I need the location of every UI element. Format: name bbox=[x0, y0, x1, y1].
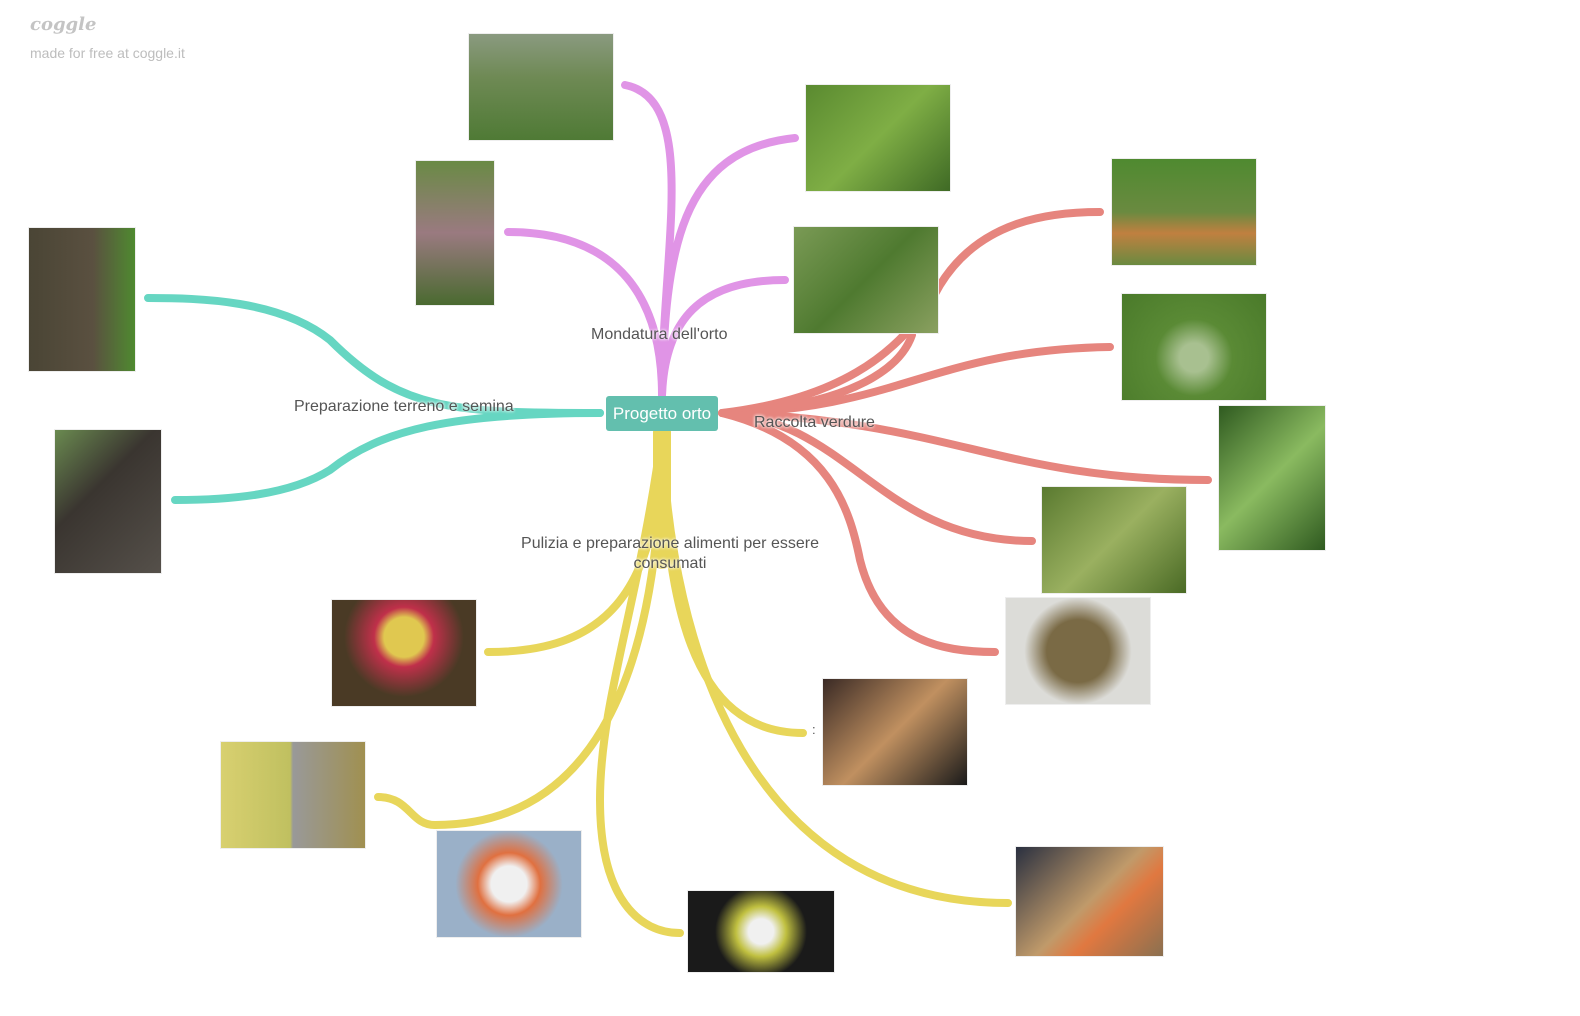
photo-potatoes-basket[interactable] bbox=[1005, 597, 1151, 705]
photo-children-in-garden[interactable] bbox=[468, 33, 614, 141]
central-node[interactable]: Progetto orto bbox=[606, 396, 718, 431]
coggle-logo[interactable]: coggle bbox=[30, 14, 97, 35]
branch-label-preparazione[interactable]: Preparazione terreno e semina bbox=[294, 398, 514, 415]
photo-peeled-potatoes[interactable] bbox=[331, 599, 477, 707]
branch-label-pulizia[interactable]: Pulizia e preparazione alimenti per esse… bbox=[521, 535, 819, 572]
photo-carrots[interactable] bbox=[1111, 158, 1257, 266]
branch-raccolta-lines bbox=[718, 208, 1212, 656]
photo-vegetable-dishes[interactable] bbox=[436, 830, 582, 938]
branch-mondatura-lines bbox=[504, 81, 799, 399]
photo-carrot-basket[interactable] bbox=[1015, 846, 1164, 957]
small-node-label[interactable]: : bbox=[812, 722, 816, 737]
branch-preparazione-lines bbox=[144, 294, 604, 504]
branch-label-mondatura[interactable]: Mondatura dell'orto bbox=[591, 326, 728, 343]
photo-peeling-potatoes[interactable] bbox=[822, 678, 968, 786]
photo-baking-trays[interactable] bbox=[220, 741, 366, 849]
photo-leafy-plant[interactable] bbox=[1218, 405, 1326, 551]
photo-garden-plants[interactable] bbox=[415, 160, 495, 306]
photo-prepared-bed[interactable] bbox=[54, 429, 162, 574]
photo-pan-cooking[interactable] bbox=[687, 890, 835, 973]
photo-children-weeding[interactable] bbox=[805, 84, 951, 192]
branch-pulizia-lines bbox=[374, 423, 1012, 937]
branch-label-raccolta[interactable]: Raccolta verdure bbox=[754, 414, 875, 431]
photo-cucumbers[interactable] bbox=[1041, 486, 1187, 594]
photo-overgrown-garden[interactable] bbox=[793, 226, 939, 334]
photo-squashes[interactable] bbox=[1121, 293, 1267, 401]
photo-tilled-soil[interactable] bbox=[28, 227, 136, 372]
made-with-coggle-link[interactable]: made for free at coggle.it bbox=[30, 45, 185, 61]
